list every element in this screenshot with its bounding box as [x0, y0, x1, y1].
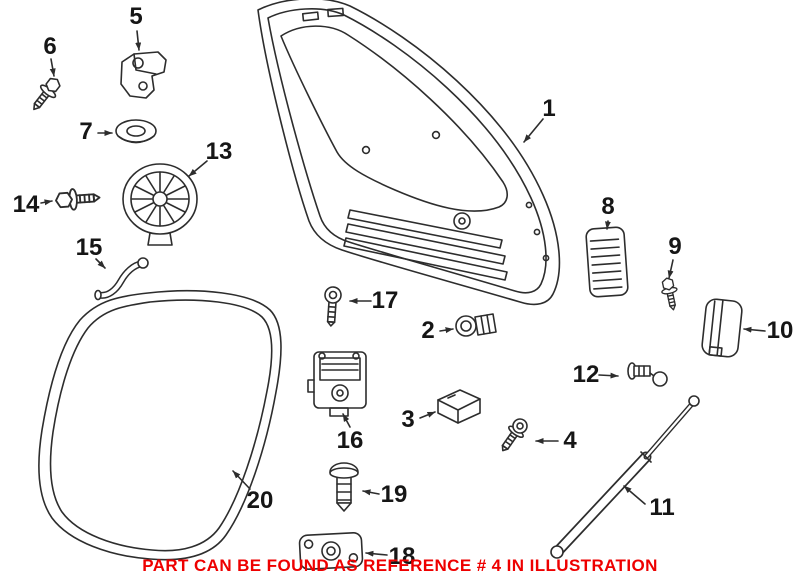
vent-drawing [585, 226, 629, 298]
liftgate-drawing [257, 0, 561, 306]
hinge-drawing [120, 51, 167, 99]
part-label-9: 9 [668, 233, 682, 260]
part-label-19: 19 [380, 481, 408, 508]
part-label-12: 12 [572, 361, 600, 388]
part-label-1: 1 [542, 95, 556, 122]
part-label-18: 18 [388, 543, 416, 570]
part-label-4: 4 [563, 427, 577, 454]
part-label-20: 20 [246, 487, 274, 514]
part-label-10: 10 [766, 317, 794, 344]
part-label-13: 13 [205, 138, 233, 165]
part-label-16: 16 [336, 427, 364, 454]
bulb-socket-drawing [455, 313, 497, 337]
bolt-drawing-9 [658, 275, 682, 313]
weatherstrip-drawing [38, 289, 282, 561]
screw-drawing-17 [324, 286, 342, 327]
leader-arrows [40, 30, 766, 557]
part-label-11: 11 [649, 494, 675, 521]
drain-hose-drawing [94, 257, 149, 301]
speaker-grille-drawing [122, 163, 198, 246]
reference-note: PART CAN BE FOUND AS REFERENCE # 4 IN IL… [142, 556, 658, 575]
clip-drawing [437, 389, 481, 424]
gas-strut-drawing [550, 395, 700, 559]
ball-stud-drawing [627, 362, 668, 387]
part-label-17: 17 [371, 287, 399, 314]
part-label-7: 7 [79, 118, 93, 145]
part-label-14: 14 [12, 191, 40, 218]
bolt-drawing-6 [26, 73, 66, 116]
part-label-5: 5 [129, 3, 143, 30]
part-label-2: 2 [421, 317, 435, 344]
screw-drawing-4 [501, 418, 528, 452]
rivet-drawing [329, 462, 359, 512]
part-label-8: 8 [601, 193, 615, 220]
part-label-15: 15 [75, 234, 103, 261]
striker-drawing [298, 532, 364, 570]
cover-drawing [701, 298, 743, 358]
part-label-6: 6 [43, 33, 57, 60]
part-label-3: 3 [401, 406, 415, 433]
latch-drawing [307, 351, 367, 417]
grommet-drawing [115, 119, 157, 144]
bolt-drawing-14 [54, 186, 102, 212]
